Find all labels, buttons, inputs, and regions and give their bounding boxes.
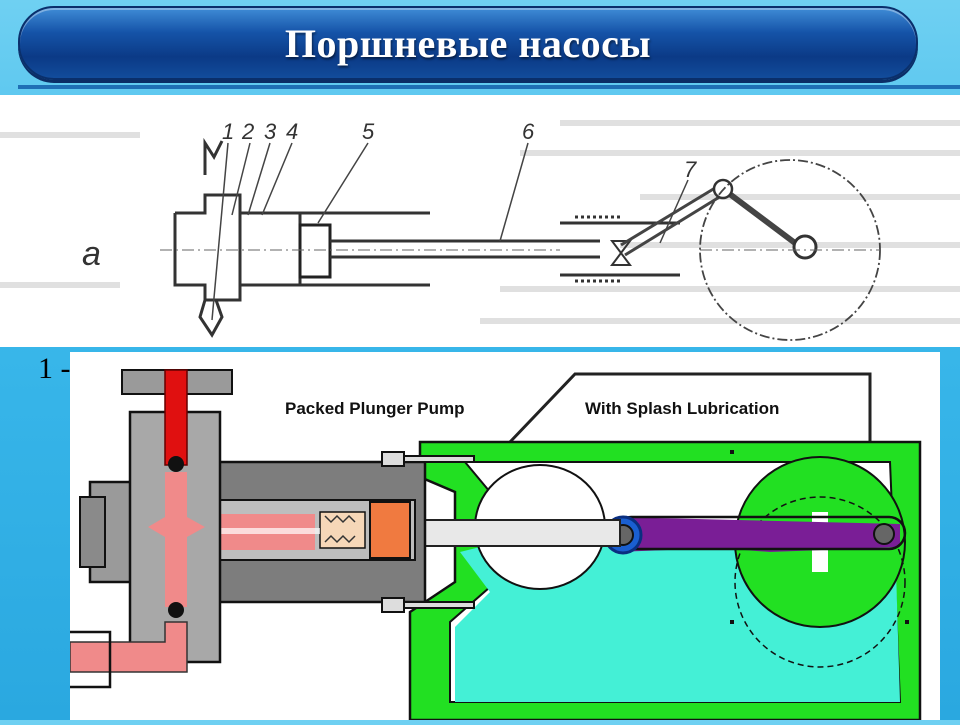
scan-background	[0, 120, 960, 324]
bolt-bottom-head	[381, 597, 405, 613]
fluid-highlight	[170, 528, 320, 534]
title-bar: Поршневые насосы	[18, 6, 918, 80]
part-number-6: 6	[522, 119, 535, 144]
part-number-4: 4	[286, 119, 298, 144]
leader-lines	[211, 142, 689, 321]
suction-passage	[148, 472, 205, 607]
slide-title: Поршневые насосы	[284, 20, 652, 66]
plunger-pump-cutaway: Packed Plunger Pump With Splash Lubricat…	[69, 352, 940, 722]
crosshead-pin	[610, 240, 632, 266]
legend-fragment: 1 -	[38, 352, 71, 385]
crank-shaft	[792, 234, 818, 260]
bolt-top-shank	[403, 455, 475, 463]
crankcase-marks	[730, 450, 909, 624]
part-number-1: 1	[222, 119, 234, 144]
schematic-drawing: 1 2 3 4 5 6 7 а	[0, 119, 960, 341]
piston	[298, 223, 332, 279]
part-number-7: 7	[684, 157, 697, 182]
piston-pump-schematic: 1 2 3 4 5 6 7 а	[0, 95, 960, 347]
suction-inlet	[69, 621, 188, 673]
cylinder-body	[173, 137, 430, 338]
cutaway-drawing: Packed Plunger Pump With Splash Lubricat…	[69, 369, 922, 722]
housing-bolts	[381, 451, 475, 613]
crank-pin	[873, 523, 895, 545]
caption-plunger-pump: Packed Plunger Pump	[285, 399, 465, 418]
suction-flange	[70, 630, 112, 689]
piston-rod	[330, 239, 600, 259]
bolt-bottom-shank	[403, 601, 475, 609]
connecting-rod-fill	[615, 517, 900, 552]
suction-valve-ball	[168, 602, 184, 618]
discharge-channel	[164, 369, 188, 466]
valve-cover	[79, 496, 106, 568]
gland	[369, 501, 411, 559]
part-number-3: 3	[264, 119, 277, 144]
connecting-rod	[620, 183, 807, 257]
packing-chevrons	[324, 514, 356, 544]
part-numbers: 1 2 3 4 5 6 7	[222, 119, 697, 182]
crank-orbit	[734, 496, 906, 668]
part-number-5: 5	[362, 119, 375, 144]
bolt-top-head	[381, 451, 405, 467]
caption-splash-lubrication: With Splash Lubrication	[585, 399, 779, 418]
title-divider	[18, 85, 960, 89]
panel-label: а	[82, 235, 101, 273]
frame-top-outline	[508, 372, 872, 444]
part-number-2: 2	[241, 119, 254, 144]
crosshead-guide	[560, 215, 680, 283]
discharge-valve-ball	[168, 456, 184, 472]
